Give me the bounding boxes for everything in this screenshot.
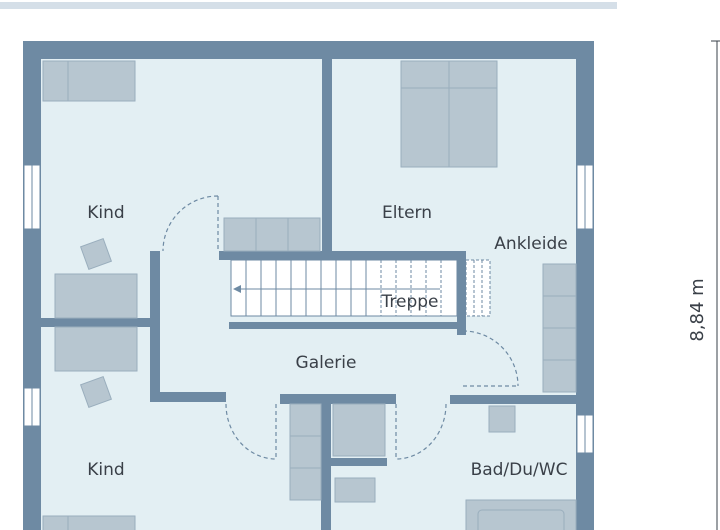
windows	[23, 164, 594, 454]
furniture	[42, 60, 577, 530]
room-label-kind-bottom: Kind	[87, 460, 124, 480]
room-label-kind-top: Kind	[87, 203, 124, 223]
chairs	[79, 237, 113, 409]
dimension-line	[711, 40, 720, 530]
room-label-galerie: Galerie	[296, 353, 357, 373]
dimension-height-label: 8,84 m	[687, 278, 708, 341]
room-label-ankleide: Ankleide	[494, 234, 567, 254]
staircase	[230, 259, 491, 317]
room-label-eltern: Eltern	[382, 203, 432, 223]
room-label-treppe: Treppe	[380, 292, 438, 312]
header-bar	[0, 2, 617, 9]
door-swings	[162, 195, 519, 460]
room-label-bad: Bad/Du/WC	[471, 460, 568, 480]
interior-walls	[41, 59, 576, 530]
